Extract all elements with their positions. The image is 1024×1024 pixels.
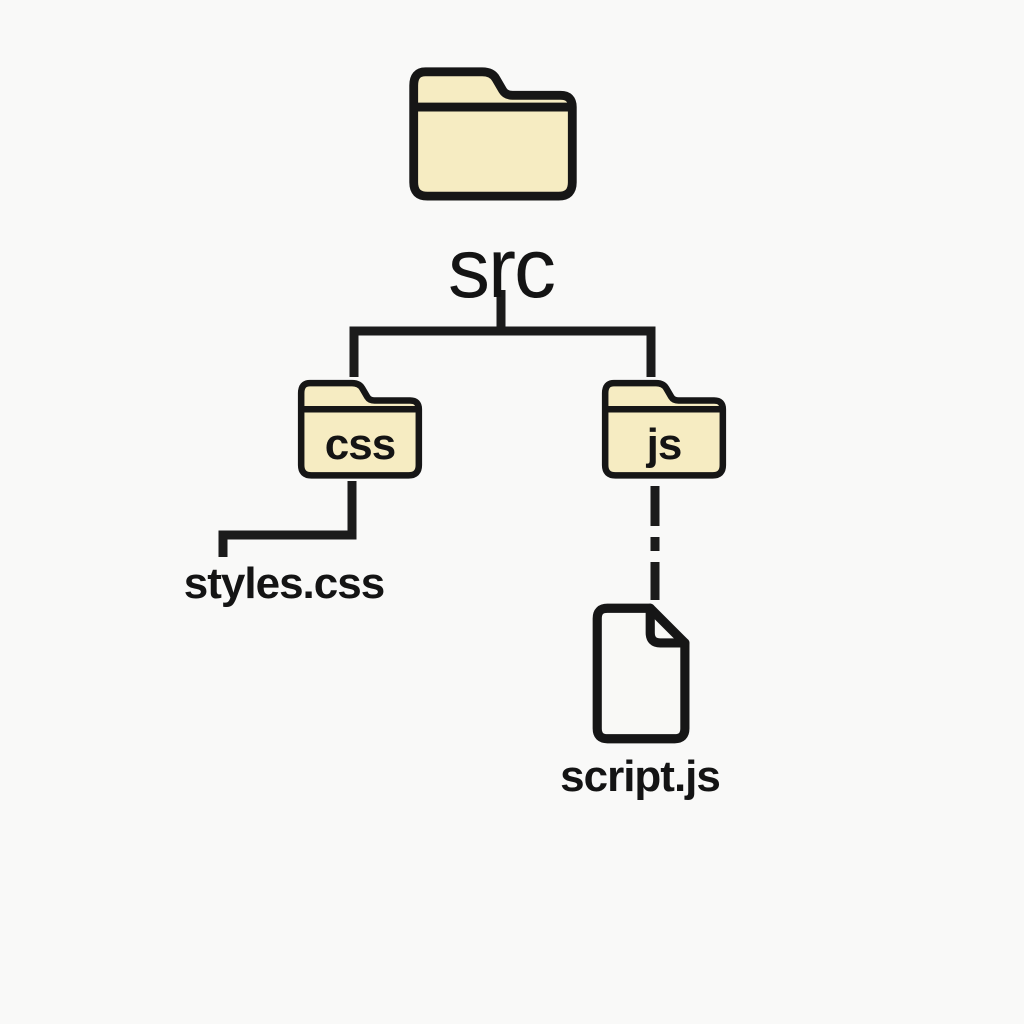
label-css: css <box>324 420 396 470</box>
folder-icon <box>601 379 727 479</box>
document-icon <box>592 603 690 744</box>
connector-src-branch <box>349 326 656 377</box>
node-js-folder: js <box>595 373 733 484</box>
label-script-js: script.js <box>560 752 721 801</box>
folder-icon <box>297 379 423 479</box>
connector-css-to-stylescss <box>218 481 357 557</box>
label-src: src <box>448 221 556 315</box>
node-src-folder <box>400 62 586 204</box>
folder-icon <box>409 67 577 201</box>
node-script-file <box>585 602 691 745</box>
label-js: js <box>646 420 683 470</box>
label-styles-css: styles.css <box>183 559 385 608</box>
node-css-folder: css <box>291 373 429 484</box>
